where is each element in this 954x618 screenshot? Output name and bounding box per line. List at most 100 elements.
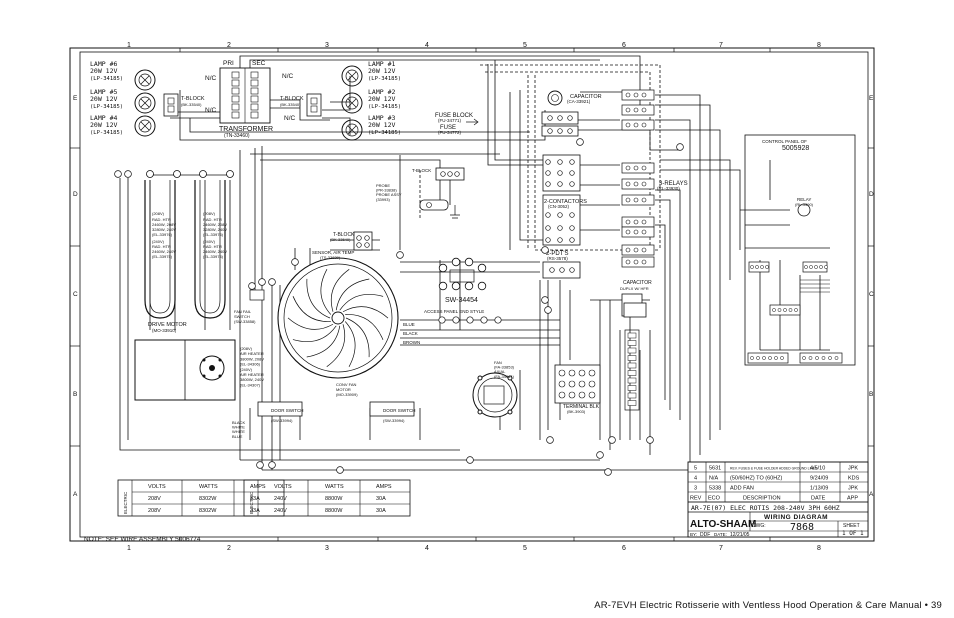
terminal — [625, 219, 631, 225]
column-label: 2 — [227, 545, 231, 552]
terminal — [760, 265, 764, 269]
transformer-part: (TN-33460) — [224, 133, 250, 139]
lamp-icon — [341, 92, 363, 114]
terminal — [250, 111, 259, 119]
wire-color: WHITE — [232, 425, 245, 430]
air-heater-spec: 3800W, 208V — [240, 356, 264, 361]
date-label: DATE: — [714, 532, 727, 537]
terminal — [765, 265, 769, 269]
terminal — [834, 356, 839, 360]
fuse-name: FUSE — [440, 125, 456, 131]
terminal — [646, 436, 654, 444]
terminal — [641, 219, 647, 225]
transformer-name: TRANSFORMER — [219, 126, 273, 133]
terminal — [146, 170, 154, 178]
terminal — [762, 356, 766, 360]
rating-cell: 240V — [274, 508, 287, 514]
terminal — [494, 316, 502, 324]
row-label: D — [869, 191, 874, 198]
terminal — [248, 282, 256, 290]
terminal-blk-name: TERMINAL BLK — [563, 404, 600, 410]
lamp-icon — [341, 119, 363, 141]
rating-cell: 8800W — [325, 508, 343, 514]
terminal — [568, 369, 576, 377]
door-sw2-name: DOOR SWITCH — [383, 408, 416, 413]
terminal — [676, 143, 684, 151]
tblock-right-part: (BK-33540) — [280, 102, 301, 107]
terminal — [231, 79, 240, 87]
lamp-part: (LP-34185) — [368, 76, 401, 82]
page-footer: AR-7EVH Electric Rotisserie with Ventles… — [594, 600, 942, 611]
fan-blade — [335, 278, 370, 311]
terminal — [633, 229, 639, 235]
terminal — [250, 95, 259, 103]
terminal — [557, 225, 563, 231]
capacitor2-name: CAPACITOR — [623, 280, 652, 286]
terminal — [824, 265, 828, 269]
fan-icon — [277, 257, 399, 379]
lamp-part: (LP-34185) — [90, 130, 123, 136]
heater-spec: (EL-33975) — [152, 254, 173, 259]
column-label: 5 — [523, 42, 527, 49]
sheet-label: SHEET — [843, 523, 860, 529]
row-label: E — [73, 95, 78, 102]
terminal — [541, 246, 549, 254]
tblock-right-name: T-BLOCK — [280, 96, 304, 102]
relay-small-icon — [797, 203, 811, 217]
terminal — [544, 306, 552, 314]
terminal — [569, 159, 575, 165]
rating-header: VOLTS — [274, 484, 292, 490]
fan-fail-label: FAN FAIL — [234, 309, 252, 314]
terminal — [641, 122, 647, 128]
rev-description: REV. FUSES & FUSE HOLDER ADDED GROUND LI… — [730, 467, 818, 471]
fan-blade — [330, 268, 350, 312]
terminal — [641, 92, 647, 98]
wire-color-brown: BROWN — [403, 340, 420, 345]
rev-number: 4 — [694, 476, 697, 482]
dwg-label: DWG: — [752, 523, 766, 529]
terminal — [625, 181, 631, 187]
air-heater-spec: AIR HEATER — [240, 351, 264, 356]
row-label: C — [73, 291, 78, 298]
column-label: 8 — [817, 545, 821, 552]
fuse-block-part: (FU-34771) — [438, 118, 462, 123]
column-label: 8 — [817, 42, 821, 49]
lamp-spec: 20W 12V — [368, 121, 395, 129]
terminal — [557, 181, 563, 187]
terminal — [641, 259, 647, 265]
terminal — [627, 332, 637, 339]
terminal — [438, 316, 446, 324]
terminal — [627, 400, 637, 406]
fan-blade — [292, 325, 337, 343]
terminal — [627, 377, 637, 384]
wire-color: BLUE — [232, 434, 243, 439]
door-sw1-name: DOOR SWITCH — [271, 408, 304, 413]
terminal — [627, 392, 637, 399]
sw-main-name: SW-34454 — [445, 297, 478, 304]
terminal — [755, 265, 759, 269]
terminal — [569, 225, 575, 231]
nc-label-3: N/C — [282, 73, 294, 80]
rev-date: 9/24/09 — [810, 476, 828, 482]
contactors-part: (CN-3052) — [548, 204, 570, 209]
dwg-number: 7868 — [790, 522, 814, 533]
lamp-group-left — [134, 69, 156, 137]
terminal — [627, 385, 637, 391]
terminal — [231, 71, 240, 79]
fan-blade — [320, 269, 332, 315]
terminal — [641, 247, 647, 253]
terminal — [569, 181, 575, 187]
rev-number: 3 — [694, 486, 697, 492]
rating-side: ELECTRIC — [123, 491, 128, 514]
drive-motor-name: DRIVE MOTOR — [148, 322, 187, 328]
terminal — [625, 259, 631, 265]
heater-spec: (EL-33974) — [203, 254, 224, 259]
fan-small-label: FAN — [494, 360, 502, 365]
terminal — [250, 79, 259, 87]
air-heater-spec: (EL-34306) — [240, 362, 261, 367]
sheet-number: 1 OF 1 — [842, 530, 864, 537]
rev-number: 5 — [694, 466, 697, 472]
terminal — [291, 258, 299, 266]
